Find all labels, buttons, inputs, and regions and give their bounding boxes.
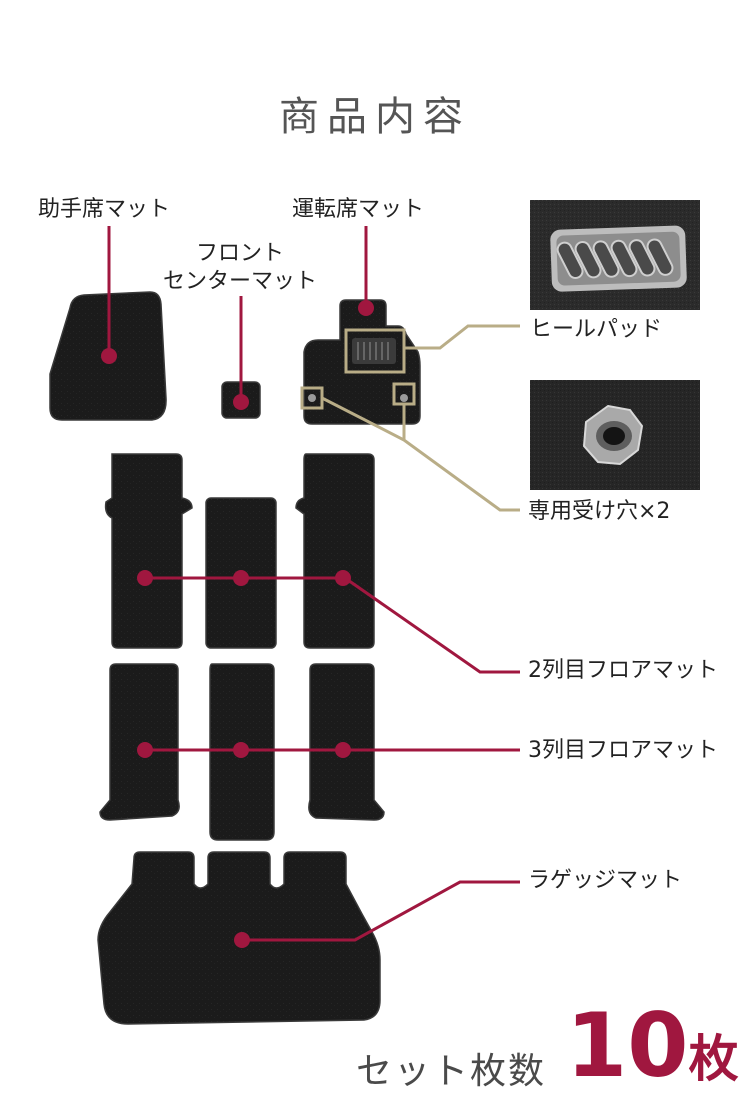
accent-dots — [101, 300, 374, 948]
driver-mat-hole-left — [308, 394, 316, 402]
set-count-label: セット枚数 — [356, 1051, 547, 1092]
heel-pad-ribs — [357, 342, 389, 360]
leader-hole-left — [321, 396, 520, 512]
dot-driver — [358, 300, 374, 316]
label-luggage-mat: ラゲッジマット — [528, 868, 683, 893]
row3-mat-right — [308, 663, 385, 821]
page-title: 商品内容 — [279, 94, 471, 140]
label-mounting-holes: 専用受け穴×2 — [528, 499, 671, 524]
set-count-value: 10枚 — [566, 1002, 738, 1090]
mounting-hole-photo-graphic — [530, 380, 700, 490]
dot-row2-left — [137, 570, 153, 586]
dot-row2-right — [335, 570, 351, 586]
label-front-center-mat: フロント センターマット — [150, 240, 330, 295]
tan-leader-lines — [300, 324, 520, 512]
dot-luggage — [234, 932, 250, 948]
dot-row3-right — [335, 742, 351, 758]
dot-passenger — [101, 348, 117, 364]
label-heel-pad: ヒールパッド — [530, 317, 663, 342]
label-front-center-line1: フロント — [195, 241, 284, 266]
label-front-center-line2: センターマット — [162, 268, 317, 294]
dot-row3-center — [233, 742, 249, 758]
row3-mat-left — [99, 663, 180, 821]
label-row2-mat: 2列目フロアマット — [528, 658, 718, 683]
row2-mat-right — [295, 453, 375, 649]
set-count-number: 10 — [566, 994, 689, 1097]
heel-pad-photo — [530, 200, 700, 310]
heel-pad-callout-box — [344, 328, 406, 374]
heel-pad-photo-graphic — [530, 200, 700, 310]
label-driver-mat: 運転席マット — [292, 197, 425, 222]
mounting-hole-photo — [530, 380, 700, 490]
row2-mat-left — [104, 453, 193, 649]
set-count-unit: 枚 — [688, 1030, 739, 1088]
driver-mat-hole-right — [400, 394, 408, 402]
dot-row3-left — [137, 742, 153, 758]
dot-row2-center — [233, 570, 249, 586]
dot-front-center — [233, 394, 249, 410]
label-row3-mat: 3列目フロアマット — [528, 738, 718, 763]
leader-luggage — [242, 880, 520, 942]
leader-heel-pad — [404, 324, 520, 350]
accent-leader-lines — [107, 226, 520, 942]
label-passenger-mat: 助手席マット — [38, 197, 171, 222]
